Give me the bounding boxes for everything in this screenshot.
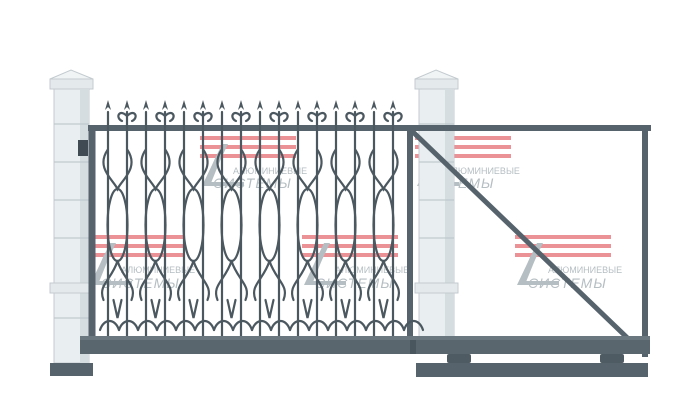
ground-rail — [416, 363, 648, 377]
upper-scroll — [216, 148, 247, 192]
oval-loop — [296, 187, 319, 263]
bottom-arc — [307, 319, 330, 332]
oval-loop — [182, 187, 205, 263]
spear-tip — [390, 100, 396, 110]
bottom-arc — [193, 319, 216, 332]
upper-scroll — [330, 148, 361, 192]
lower-spike — [188, 298, 199, 319]
svg-text:АЛЮМИНИЕВЫЕ: АЛЮМИНИЕВЫЕ — [233, 166, 307, 176]
fleur-scroll — [269, 111, 289, 123]
spear-tip — [124, 100, 130, 110]
fleur-scroll — [117, 111, 137, 123]
lower-scroll — [101, 259, 134, 302]
upper-scroll — [178, 148, 209, 192]
spear-tip — [181, 100, 187, 110]
upper-scroll — [368, 148, 399, 192]
spear-tip — [295, 100, 301, 110]
spear-tip — [143, 100, 149, 110]
counterweight-frame — [408, 125, 651, 357]
bottom-arc — [326, 319, 349, 332]
ornamental-infill — [98, 100, 425, 338]
lower-spike — [378, 298, 389, 319]
upper-scroll — [292, 148, 323, 192]
gate-frame — [88, 125, 413, 340]
upper-scroll — [102, 148, 133, 192]
spear-tip — [333, 100, 339, 110]
bottom-arc — [250, 319, 273, 332]
lower-scroll — [139, 259, 172, 302]
bottom-arc — [402, 319, 425, 332]
oval-loop — [106, 187, 129, 263]
watermark-logo: АЛЮМИНИЕВЫЕ СИСТЕМЫ — [88, 235, 195, 291]
lower-spike — [340, 298, 351, 319]
lower-spike — [226, 298, 237, 319]
svg-text:АЛЮМИНИЕВЫЕ: АЛЮМИНИЕВЫЕ — [121, 265, 195, 275]
bottom-arc — [288, 319, 311, 332]
lower-scroll — [367, 259, 400, 302]
bottom-arc — [136, 319, 159, 332]
spear-tip — [200, 100, 206, 110]
bottom-arc — [98, 319, 121, 332]
lower-scroll — [177, 259, 210, 302]
fleur-scroll — [383, 111, 403, 123]
oval-loop — [334, 187, 357, 263]
bottom-arc — [345, 319, 368, 332]
spear-tip — [352, 100, 358, 110]
lower-spike — [264, 298, 275, 319]
lower-scroll — [215, 259, 248, 302]
bottom-arc — [231, 319, 254, 332]
bottom-arc — [174, 319, 197, 332]
bottom-arc — [155, 319, 178, 332]
lower-scroll — [329, 259, 362, 302]
bottom-arc — [383, 319, 406, 332]
lower-spike — [150, 298, 161, 319]
bottom-arc — [117, 319, 140, 332]
lower-scroll — [291, 259, 324, 302]
spear-tip — [314, 100, 320, 110]
lower-spike — [112, 298, 123, 319]
spear-tip — [219, 100, 225, 110]
bottom-arc — [269, 319, 292, 332]
bottom-beam — [80, 336, 650, 354]
watermark-logo: АЛЮМИНИЕВЫЕ СИСТЕМЫ — [200, 136, 307, 191]
oval-loop — [220, 187, 243, 263]
svg-text:ЛЮМИНИЕВЫЕ: ЛЮМИНИЕВЫЕ — [452, 166, 520, 176]
fleur-scroll — [231, 111, 251, 123]
lower-scroll — [253, 259, 286, 302]
bottom-arc — [212, 319, 235, 332]
upper-scroll — [140, 148, 171, 192]
svg-text:АЛЮМИНИЕВЫЕ: АЛЮМИНИЕВЫЕ — [548, 265, 622, 275]
spear-tip — [257, 100, 263, 110]
svg-text:АЛЮМИНИЕВЫЕ: АЛЮМИНИЕВЫЕ — [335, 265, 409, 275]
bottom-arc — [364, 319, 387, 332]
spear-tip — [371, 100, 377, 110]
lower-spike — [302, 298, 313, 319]
fleur-scroll — [307, 111, 327, 123]
fleur-scroll — [155, 111, 175, 123]
spear-tip — [238, 100, 244, 110]
oval-loop — [258, 187, 281, 263]
upper-scroll — [254, 148, 285, 192]
svg-text:СИСТЕМЫ: СИСТЕМЫ — [101, 275, 180, 291]
oval-loop — [144, 187, 167, 263]
fleur-scroll — [193, 111, 213, 123]
fleur-scroll — [345, 111, 365, 123]
spear-tip — [105, 100, 111, 110]
right-pillar — [414, 69, 459, 340]
spear-tip — [276, 100, 282, 110]
oval-loop — [372, 187, 395, 263]
left-pillar — [49, 69, 94, 376]
spear-tip — [162, 100, 168, 110]
rollers — [447, 354, 624, 363]
